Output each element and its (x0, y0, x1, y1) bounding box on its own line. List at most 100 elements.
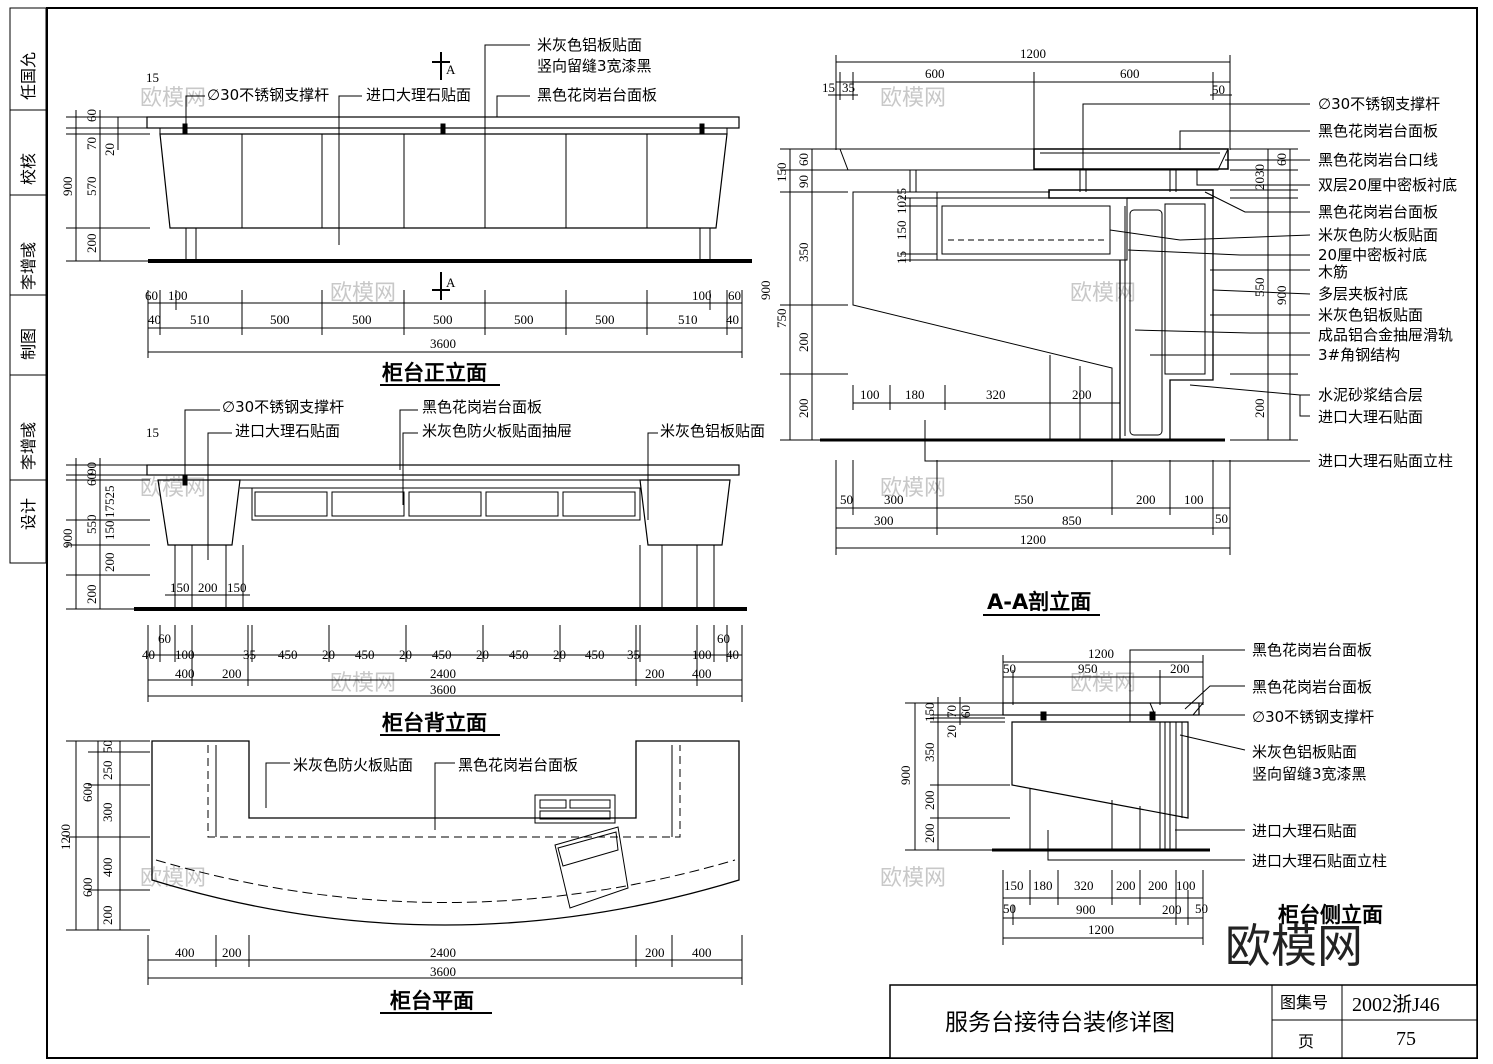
svg-text:欧模网: 欧模网 (1070, 281, 1136, 306)
role-design: 设计 (19, 498, 38, 530)
svg-text:1200: 1200 (1088, 646, 1114, 661)
svg-text:60: 60 (958, 705, 973, 718)
svg-text:黑色花岗岩台面板: 黑色花岗岩台面板 (422, 398, 542, 416)
svg-text:欧模网: 欧模网 (140, 86, 206, 111)
svg-text:欧模网: 欧模网 (330, 281, 396, 306)
svg-text:100: 100 (1176, 878, 1196, 893)
plan-text: 柜台平面 米灰色防火板贴面 黑色花岗岩台面板 50 250 300 600 40… (58, 740, 712, 1013)
svg-text:∅30不锈钢支撑杆: ∅30不锈钢支撑杆 (1318, 95, 1440, 113)
side-title: 柜台侧立面 (1278, 903, 1383, 927)
svg-text:900: 900 (60, 529, 75, 549)
back-title: 柜台背立面 (382, 711, 487, 735)
svg-text:200: 200 (1252, 399, 1267, 419)
page-value: 75 (1396, 1028, 1416, 1050)
svg-text:60: 60 (158, 631, 171, 646)
svg-text:米灰色防火板贴面: 米灰色防火板贴面 (1318, 226, 1438, 244)
svg-text:40: 40 (142, 647, 155, 662)
svg-text:300: 300 (884, 492, 904, 507)
svg-text:20: 20 (476, 647, 489, 662)
role-draw: 制图 (19, 328, 38, 360)
svg-text:200: 200 (1136, 492, 1156, 507)
svg-text:20: 20 (944, 725, 959, 738)
svg-text:300: 300 (100, 803, 115, 823)
svg-text:200: 200 (1170, 661, 1190, 676)
svg-text:600: 600 (80, 783, 95, 803)
front-title: 柜台正立面 (382, 361, 487, 385)
svg-text:200: 200 (222, 666, 242, 681)
watermarks: 欧模网 欧模网 欧模网 欧模网 欧模网 欧模网 欧模网 欧模网 欧模网 欧模网 (140, 86, 1136, 891)
svg-text:70: 70 (944, 705, 959, 718)
svg-text:180: 180 (1033, 878, 1053, 893)
svg-text:米灰色防火板贴面: 米灰色防火板贴面 (293, 756, 413, 774)
svg-text:60: 60 (84, 473, 99, 486)
svg-text:200: 200 (84, 585, 99, 605)
svg-text:90: 90 (84, 462, 99, 475)
svg-text:进口大理石贴面: 进口大理石贴面 (1318, 408, 1423, 426)
svg-text:400: 400 (692, 666, 712, 681)
set-value: 2002浙J46 (1352, 993, 1440, 1016)
brand-watermark: 欧模网 (1225, 919, 1363, 973)
svg-text:黑色花岗岩台面板: 黑色花岗岩台面板 (1252, 678, 1372, 696)
svg-text:200: 200 (198, 580, 218, 595)
svg-text:510: 510 (678, 312, 698, 327)
front-label-granite: 黑色花岗岩台面板 (537, 86, 657, 104)
svg-text:450: 450 (278, 647, 298, 662)
svg-text:100: 100 (175, 647, 195, 662)
svg-text:450: 450 (355, 647, 375, 662)
svg-text:40: 40 (726, 647, 739, 662)
svg-text:100: 100 (692, 647, 712, 662)
svg-text:100: 100 (692, 288, 712, 303)
svg-text:3600: 3600 (430, 336, 456, 351)
section-title: A-A剖立面 (987, 590, 1091, 614)
svg-text:黑色花岗岩台口线: 黑色花岗岩台口线 (1318, 151, 1438, 169)
name-draw: 李增彧 (19, 242, 38, 290)
svg-text:A: A (446, 62, 456, 77)
svg-text:200: 200 (922, 791, 937, 811)
svg-text:15: 15 (146, 425, 159, 440)
svg-text:米灰色铝板贴面: 米灰色铝板贴面 (1252, 743, 1357, 761)
svg-text:3#角钢结构: 3#角钢结构 (1318, 346, 1400, 364)
svg-text:200: 200 (1162, 902, 1182, 917)
svg-text:50: 50 (1195, 901, 1208, 916)
svg-text:200: 200 (796, 399, 811, 419)
svg-text:200: 200 (222, 945, 242, 960)
svg-text:100: 100 (860, 387, 880, 402)
svg-text:200: 200 (796, 333, 811, 353)
svg-text:200: 200 (84, 234, 99, 254)
svg-text:进口大理石贴面立柱: 进口大理石贴面立柱 (1252, 852, 1387, 870)
svg-text:15: 15 (146, 70, 159, 85)
svg-text:500: 500 (352, 312, 372, 327)
svg-text:成品铝合金抽屉滑轨: 成品铝合金抽屉滑轨 (1318, 326, 1453, 344)
svg-text:150: 150 (227, 580, 247, 595)
svg-text:50: 50 (100, 740, 115, 753)
name-check: 任国允 (19, 52, 38, 100)
svg-text:A: A (446, 275, 456, 290)
svg-text:欧模网: 欧模网 (880, 86, 946, 111)
svg-text:∅30不锈钢支撑杆: ∅30不锈钢支撑杆 (1252, 708, 1374, 726)
svg-text:进口大理石贴面立柱: 进口大理石贴面立柱 (1318, 452, 1453, 470)
svg-text:20厘中密板衬底: 20厘中密板衬底 (1318, 246, 1427, 264)
svg-text:600: 600 (925, 66, 945, 81)
svg-text:1200: 1200 (58, 824, 73, 850)
svg-text:900: 900 (1274, 286, 1289, 306)
front-elevation (66, 44, 752, 386)
svg-text:750: 750 (774, 309, 789, 329)
svg-text:900: 900 (898, 766, 913, 786)
svg-text:850: 850 (1062, 513, 1082, 528)
svg-text:20: 20 (553, 647, 566, 662)
svg-text:600: 600 (80, 878, 95, 898)
svg-text:400: 400 (692, 945, 712, 960)
svg-text:60: 60 (717, 631, 730, 646)
svg-text:欧模网: 欧模网 (880, 476, 946, 501)
svg-text:米灰色铝板贴面: 米灰色铝板贴面 (1318, 306, 1423, 324)
svg-text:欧模网: 欧模网 (880, 866, 946, 891)
svg-text:100: 100 (168, 288, 188, 303)
svg-text:50: 50 (1215, 511, 1228, 526)
svg-text:550: 550 (84, 515, 99, 535)
svg-text:450: 450 (585, 647, 605, 662)
svg-text:510: 510 (190, 312, 210, 327)
svg-text:35: 35 (842, 80, 855, 95)
svg-text:3600: 3600 (430, 682, 456, 697)
svg-text:600: 600 (1120, 66, 1140, 81)
